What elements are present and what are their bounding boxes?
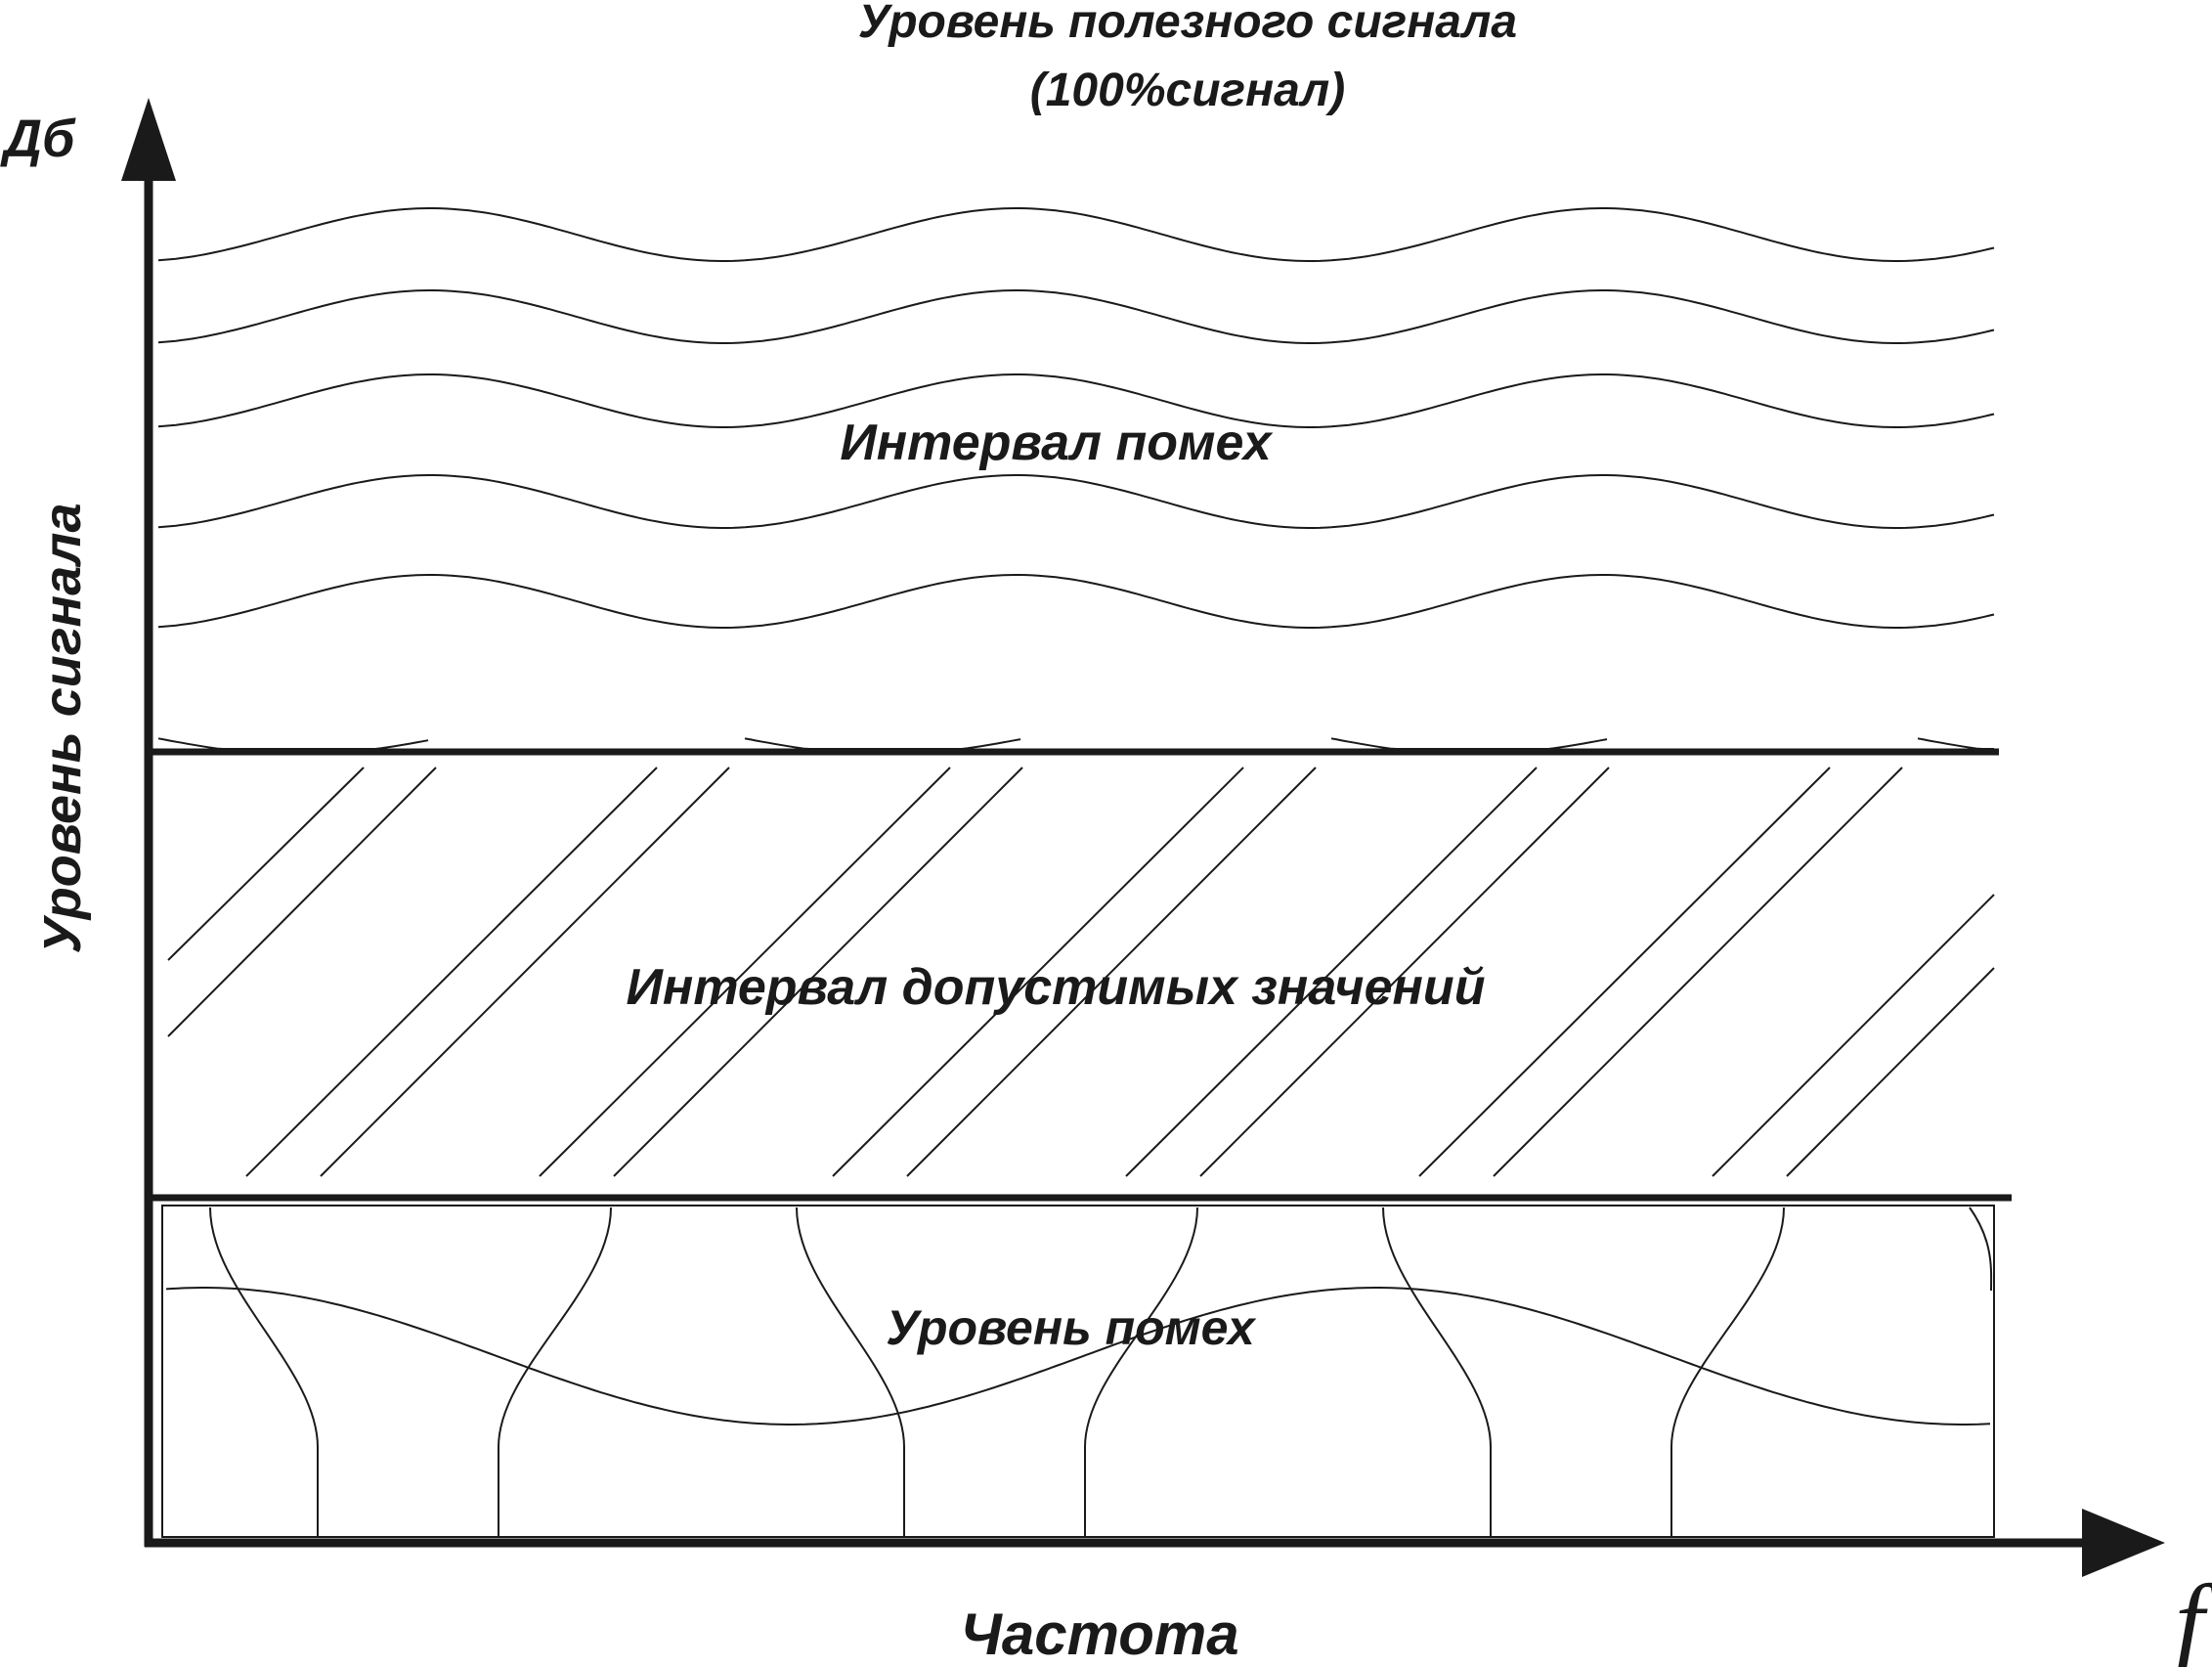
hatch-line-5 <box>539 767 951 1177</box>
noise-pillar-curve-6 <box>1670 1206 1785 1537</box>
title-line-2: (100%сигнал) <box>1030 65 1346 116</box>
hatch-line-2 <box>167 767 437 1037</box>
hatch-line-13 <box>1712 894 1995 1177</box>
noise-edge-curve <box>1969 1206 1993 1292</box>
noise-level-box <box>161 1205 1995 1538</box>
y-axis-arrowhead <box>121 98 176 181</box>
wave-line-2 <box>157 289 1995 344</box>
allowed-interval-label: Интервал допустимых значений <box>627 959 1486 1016</box>
hatch-line-11 <box>1418 767 1831 1177</box>
noise-interval-wave-lines <box>157 207 1995 750</box>
hatch-line-8 <box>906 767 1317 1177</box>
wave-line-1 <box>157 207 1995 262</box>
noise-pillar-curve-4 <box>1084 1206 1198 1537</box>
hatch-line-12 <box>1493 767 1903 1177</box>
wave-hump-1 <box>157 737 429 750</box>
wave-line-4 <box>157 474 1995 529</box>
x-axis-arrowhead <box>2082 1509 2165 1577</box>
hatch-line-9 <box>1125 767 1538 1177</box>
noise-level-curves <box>165 1206 1993 1537</box>
hatch-line-7 <box>832 767 1244 1177</box>
noise-interval-label: Интервал помех <box>840 415 1273 471</box>
noise-level-label: Уровень помех <box>886 1300 1256 1355</box>
title-line-1: Уровень полезного сигнала <box>858 0 1517 48</box>
noise-pillar-curve-5 <box>1382 1206 1492 1537</box>
hatch-line-1 <box>167 767 365 961</box>
hatch-line-6 <box>613 767 1023 1177</box>
noise-pillar-curve-3 <box>796 1206 905 1537</box>
wave-hump-2 <box>744 737 1021 750</box>
hatch-line-3 <box>245 767 658 1177</box>
x-axis-label: Частота <box>960 1601 1238 1667</box>
hatch-line-4 <box>320 767 730 1177</box>
wave-line-5 <box>157 574 1995 629</box>
allowed-interval-hatching <box>167 767 1995 1177</box>
wave-hump-3 <box>1330 737 1608 750</box>
y-axis-label: Уровень сигнала <box>33 504 92 954</box>
hatch-line-10 <box>1199 767 1610 1177</box>
hatch-line-14 <box>1786 967 1995 1177</box>
noise-wave-curve <box>165 1287 1991 1426</box>
wave-line-3 <box>157 373 1995 428</box>
wave-hump-4 <box>1917 737 1994 750</box>
noise-pillar-curve-2 <box>498 1206 612 1537</box>
x-axis-symbol: f <box>2175 1564 2212 1667</box>
y-axis-unit: Дб <box>0 110 76 168</box>
noise-pillar-curve-1 <box>209 1206 319 1537</box>
